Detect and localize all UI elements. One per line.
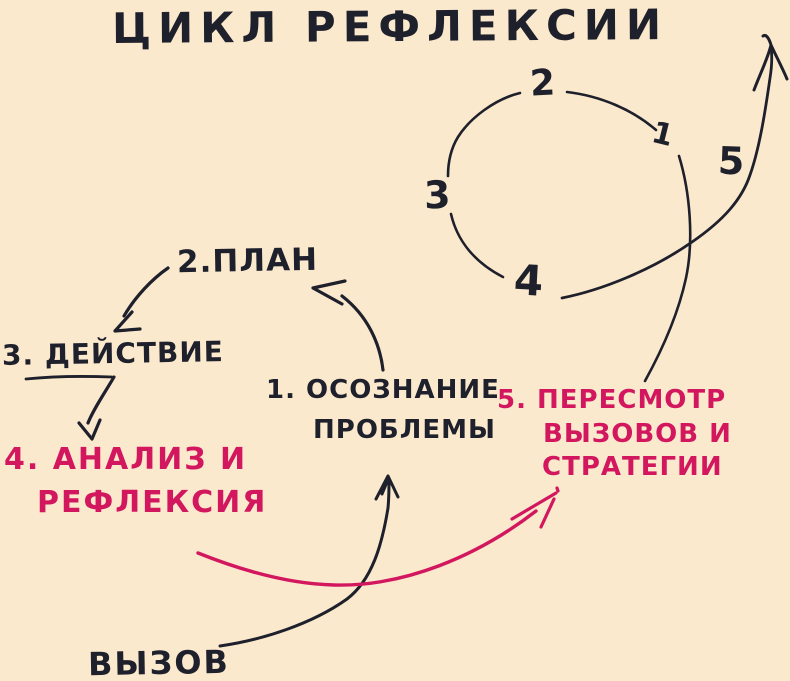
arrow-step1-to-step2 [340,294,385,372]
arrow-step2-to-step3 [122,266,170,318]
connector-number1-to-step5 [643,154,692,383]
cycle-number-3: 3 [423,172,452,218]
pink-arrow-step4-to-step5 [196,509,538,587]
step5-line2: ВЫЗОВОВ И [543,419,732,449]
arrow-step2-to-step3-head [113,310,142,333]
circle-arc-bottom-left [449,212,505,279]
deistvie-underline [24,375,114,381]
step5-line3: СТРАТЕГИИ [542,452,723,482]
spiral-exit-arrowhead [752,34,789,92]
step4-label: 4. АНАЛИЗ И РЕФЛЕКСИЯ [4,445,267,518]
challenge-arrow [218,477,391,648]
step1-line2: ПРОБЛЕМЫ [313,415,496,445]
challenge-label: ВЫЗОВ [87,642,231,681]
challenge-arrow-head [374,474,400,501]
cycle-number-2: 2 [528,62,557,105]
diagram-title: ЦИКЛ РЕФЛЕКСИИ [111,0,669,53]
step5-line1: 5. ПЕРЕСМОТР [497,385,727,415]
circle-arc-top-right [565,90,658,132]
spiral-exit-arrow [560,44,774,300]
pink-arrow-step4-to-step5-head [510,486,560,529]
cycle-number-4: 4 [512,255,545,306]
arrow-step1-to-step2-head [311,279,347,306]
step5-label: 5. ПЕРЕСМОТР ВЫЗОВОВ И СТРАТЕГИИ [497,387,732,480]
step1-label: 1. ОСОЗНАНИЕ ПРОБЛЕМЫ [266,377,500,443]
step3-label: 3. ДЕЙСТВИЕ [1,335,225,372]
arrow-step3-to-step4-head [77,418,102,441]
cycle-number-5: 5 [717,138,746,184]
circle-arc-top-left [446,91,522,178]
arrow-step3-to-step4 [86,375,116,425]
step4-line2: РЕФЛЕКСИЯ [37,485,268,520]
step2-label: 2.ПЛАН [176,241,319,281]
step4-line1: 4. АНАЛИЗ И [4,442,248,477]
step1-line1: 1. ОСОЗНАНИЕ [266,375,500,405]
